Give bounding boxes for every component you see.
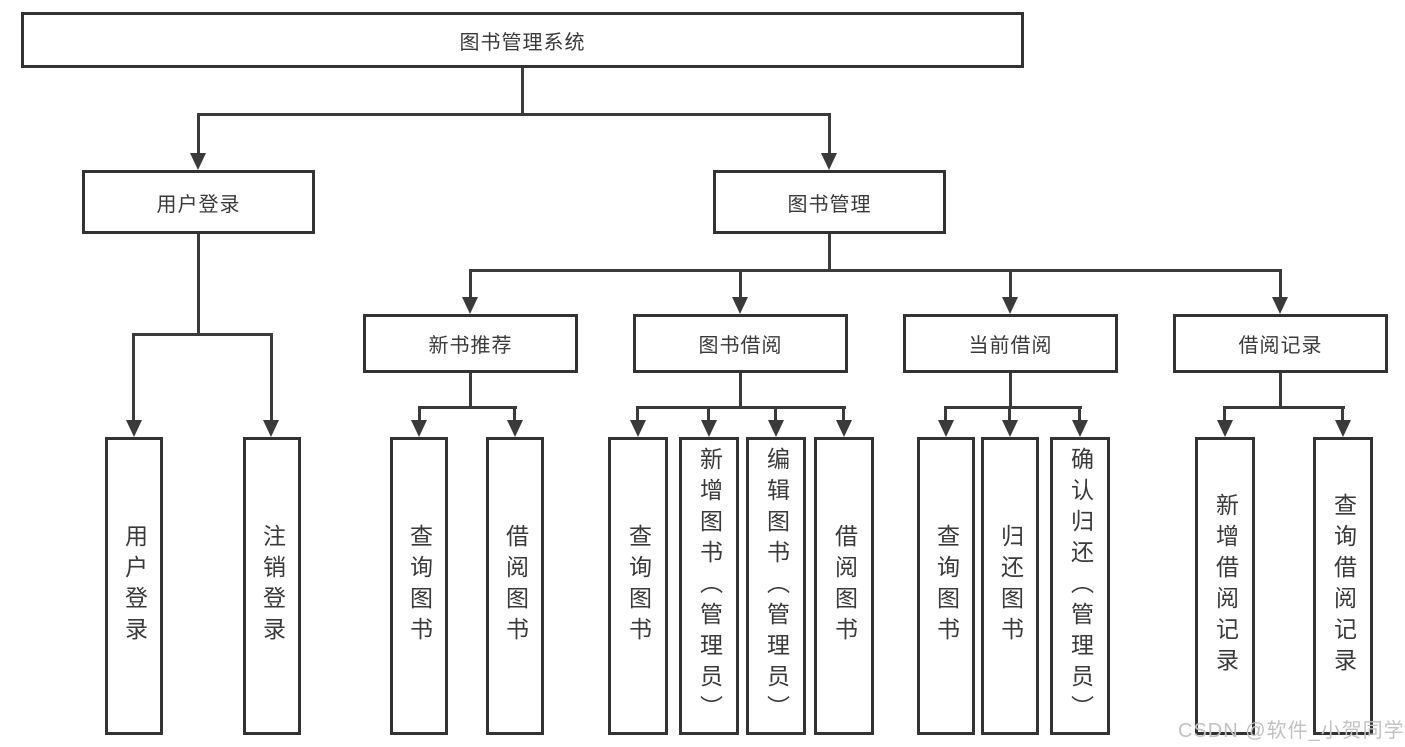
node-label: 新书推荐 [428, 335, 513, 357]
node-borrowing-records: 借阅记录 [1173, 314, 1388, 373]
node-label: 归还图书 [997, 524, 1024, 648]
node-label: 新增借阅记录 [1212, 493, 1239, 679]
leaf-borrow-books-borrowing: 借阅图书 [814, 437, 874, 735]
connector-to-current-borrowing [1009, 269, 1012, 298]
arrowhead-current-borrowing [1002, 297, 1018, 314]
arrowhead-leaf [938, 420, 954, 437]
arrowhead-leaf [1335, 420, 1351, 437]
node-label: 确认归还（管理员） [1067, 446, 1094, 726]
leaf-query-books-current: 查询图书 [917, 437, 975, 735]
node-new-book-recommendation: 新书推荐 [363, 314, 578, 373]
connector-leaf-line [707, 406, 710, 422]
leaf-query-books-recommendation: 查询图书 [390, 437, 448, 735]
connector-borrowing-stub [739, 373, 742, 408]
connector-leaf-line [636, 406, 639, 422]
node-label: 新增图书（管理员） [696, 446, 723, 726]
connector-root-stub [521, 68, 524, 115]
arrowhead-leaf [768, 420, 784, 437]
connector-leaf-line [944, 406, 947, 422]
arrowhead-leaf [630, 420, 646, 437]
leaf-return-book: 归还图书 [981, 437, 1039, 735]
watermark: CSDN @软件_小贺同学 [1178, 720, 1405, 742]
connector-records-stub [1279, 373, 1282, 408]
node-user-login: 用户登录 [82, 170, 315, 234]
arrowhead-leaf [411, 420, 427, 437]
node-label: 图书管理 [787, 193, 872, 216]
arrowhead-user-login [190, 153, 206, 170]
node-label: 用户登录 [121, 524, 148, 648]
connector-leaf-line [1341, 406, 1344, 422]
arrowhead-leaf-logout [263, 420, 279, 437]
connector-user-login-bar [132, 333, 273, 336]
leaf-edit-book-admin: 编辑图书（管理员） [746, 437, 806, 735]
connector-user-login-stub [197, 234, 200, 335]
node-label: 注销登录 [259, 524, 286, 648]
node-current-borrowing: 当前借阅 [903, 314, 1118, 373]
leaf-confirm-return-admin: 确认归还（管理员） [1050, 437, 1110, 735]
leaf-add-book-admin: 新增图书（管理员） [679, 437, 739, 735]
connector-to-book-management [828, 113, 831, 154]
connector-leaf-line [774, 406, 777, 422]
connector-to-book-borrowing [739, 269, 742, 298]
connector-root-bar [197, 113, 831, 116]
leaf-query-books-borrowing: 查询图书 [608, 437, 668, 735]
connector-leaf-line [1078, 406, 1081, 422]
node-label: 用户登录 [156, 193, 241, 216]
arrowhead-new-book-recommendation [462, 297, 478, 314]
arrowhead-leaf [1072, 420, 1088, 437]
connector-leaf-line [842, 406, 845, 422]
node-label: 查询图书 [933, 524, 960, 648]
arrowhead-leaf [1002, 420, 1018, 437]
connector-to-borrowing-records [1279, 269, 1282, 298]
arrowhead-leaf-user-login [126, 420, 142, 437]
connector-to-leaf-logout [270, 333, 273, 421]
node-root: 图书管理系统 [21, 12, 1024, 68]
arrowhead-book-borrowing [732, 297, 748, 314]
node-label: 借阅记录 [1238, 335, 1323, 357]
node-label: 查询借阅记录 [1330, 493, 1357, 679]
leaf-logout: 注销登录 [243, 437, 301, 735]
arrowhead-leaf [507, 420, 523, 437]
node-label: 图书借阅 [698, 335, 783, 357]
connector-to-new-book-recommendation [469, 269, 472, 298]
connector-recommendation-bar [418, 406, 517, 409]
connector-leaf-line [418, 406, 421, 422]
connector-leaf-line [1223, 406, 1226, 422]
connector-current-bar [944, 406, 1082, 409]
arrowhead-leaf [836, 420, 852, 437]
connector-book-management-stub [828, 234, 831, 272]
arrowhead-leaf [1217, 420, 1233, 437]
connector-book-management-bar [469, 269, 1282, 272]
connector-leaf-line [1008, 406, 1011, 422]
node-label: 查询图书 [625, 524, 652, 648]
connector-to-leaf-user-login [132, 333, 135, 421]
connector-records-bar [1223, 406, 1345, 409]
node-book-borrowing: 图书借阅 [633, 314, 848, 373]
node-label: 查询图书 [406, 524, 433, 648]
arrowhead-borrowing-records [1272, 297, 1288, 314]
connector-recommendation-stub [469, 373, 472, 408]
node-label: 借阅图书 [831, 524, 858, 648]
node-label: 编辑图书（管理员） [763, 446, 790, 726]
arrowhead-leaf [701, 420, 717, 437]
node-label: 图书管理系统 [459, 31, 586, 54]
leaf-add-borrow-record: 新增借阅记录 [1195, 437, 1255, 735]
connector-leaf-line [513, 406, 516, 422]
arrowhead-book-management [821, 153, 837, 170]
leaf-borrow-books-recommendation: 借阅图书 [486, 437, 544, 735]
connector-borrowing-bar [636, 406, 846, 409]
node-book-management: 图书管理 [713, 170, 946, 234]
connector-to-user-login [197, 113, 200, 154]
connector-current-stub [1009, 373, 1012, 408]
node-label: 当前借阅 [968, 335, 1053, 357]
leaf-user-login: 用户登录 [105, 437, 163, 735]
leaf-query-borrow-record: 查询借阅记录 [1313, 437, 1373, 735]
node-label: 借阅图书 [502, 524, 529, 648]
